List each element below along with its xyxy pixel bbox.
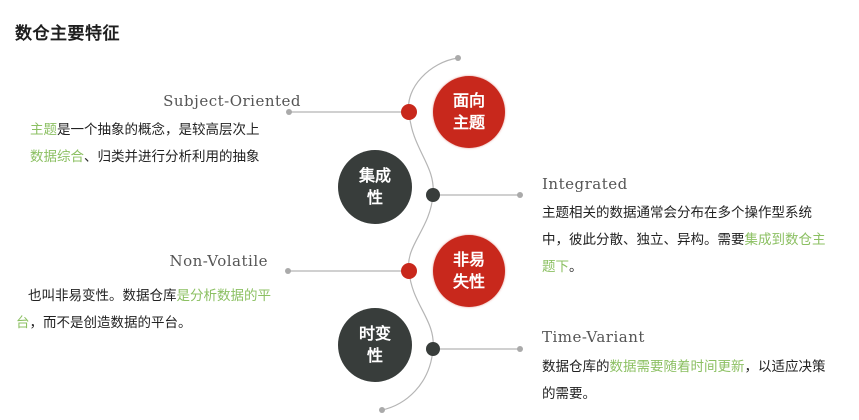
node-dot-integrated xyxy=(426,188,440,202)
feature-english-time-variant: Time-Variant xyxy=(542,328,645,346)
feature-desc-time-variant: 数据仓库的数据需要随着时间更新，以适应决策的需要。 xyxy=(542,359,826,402)
connector-end-dot xyxy=(285,268,291,274)
curve-start-dot xyxy=(455,55,461,61)
connector-end-dot xyxy=(517,192,523,198)
feature-english-integrated: Integrated xyxy=(542,175,628,193)
page-title: 数仓主要特征 xyxy=(15,24,120,44)
feature-circle-subject-oriented: 面向主题 xyxy=(433,76,505,148)
node-dot-non-volatile xyxy=(401,263,417,279)
feature-english-non-volatile: Non-Volatile xyxy=(169,252,268,270)
node-dot-time-variant xyxy=(426,342,440,356)
feature-circle-integrated: 集成性 xyxy=(338,150,412,224)
connector-end-dot xyxy=(517,346,523,352)
curve-end-dot xyxy=(379,407,385,413)
feature-circle-time-variant: 时变性 xyxy=(338,308,412,382)
feature-english-subject-oriented: Subject-Oriented xyxy=(163,92,301,110)
connector-end-dot xyxy=(286,109,292,115)
feature-circle-non-volatile: 非易失性 xyxy=(433,235,505,307)
node-dot-subject-oriented xyxy=(401,104,417,120)
feature-desc-integrated: 主题相关的数据通常会分布在多个操作型系统中，彼此分散、独立、异构。需要集成到数仓… xyxy=(542,205,826,275)
feature-desc-subject-oriented: 主题是一个抽象的概念，是较高层次上数据综合、归类并进行分析利用的抽象 xyxy=(30,122,260,165)
feature-desc-non-volatile: 也叫非易变性。数据仓库是分析数据的平台，而不是创造数据的平台。 xyxy=(16,288,271,331)
